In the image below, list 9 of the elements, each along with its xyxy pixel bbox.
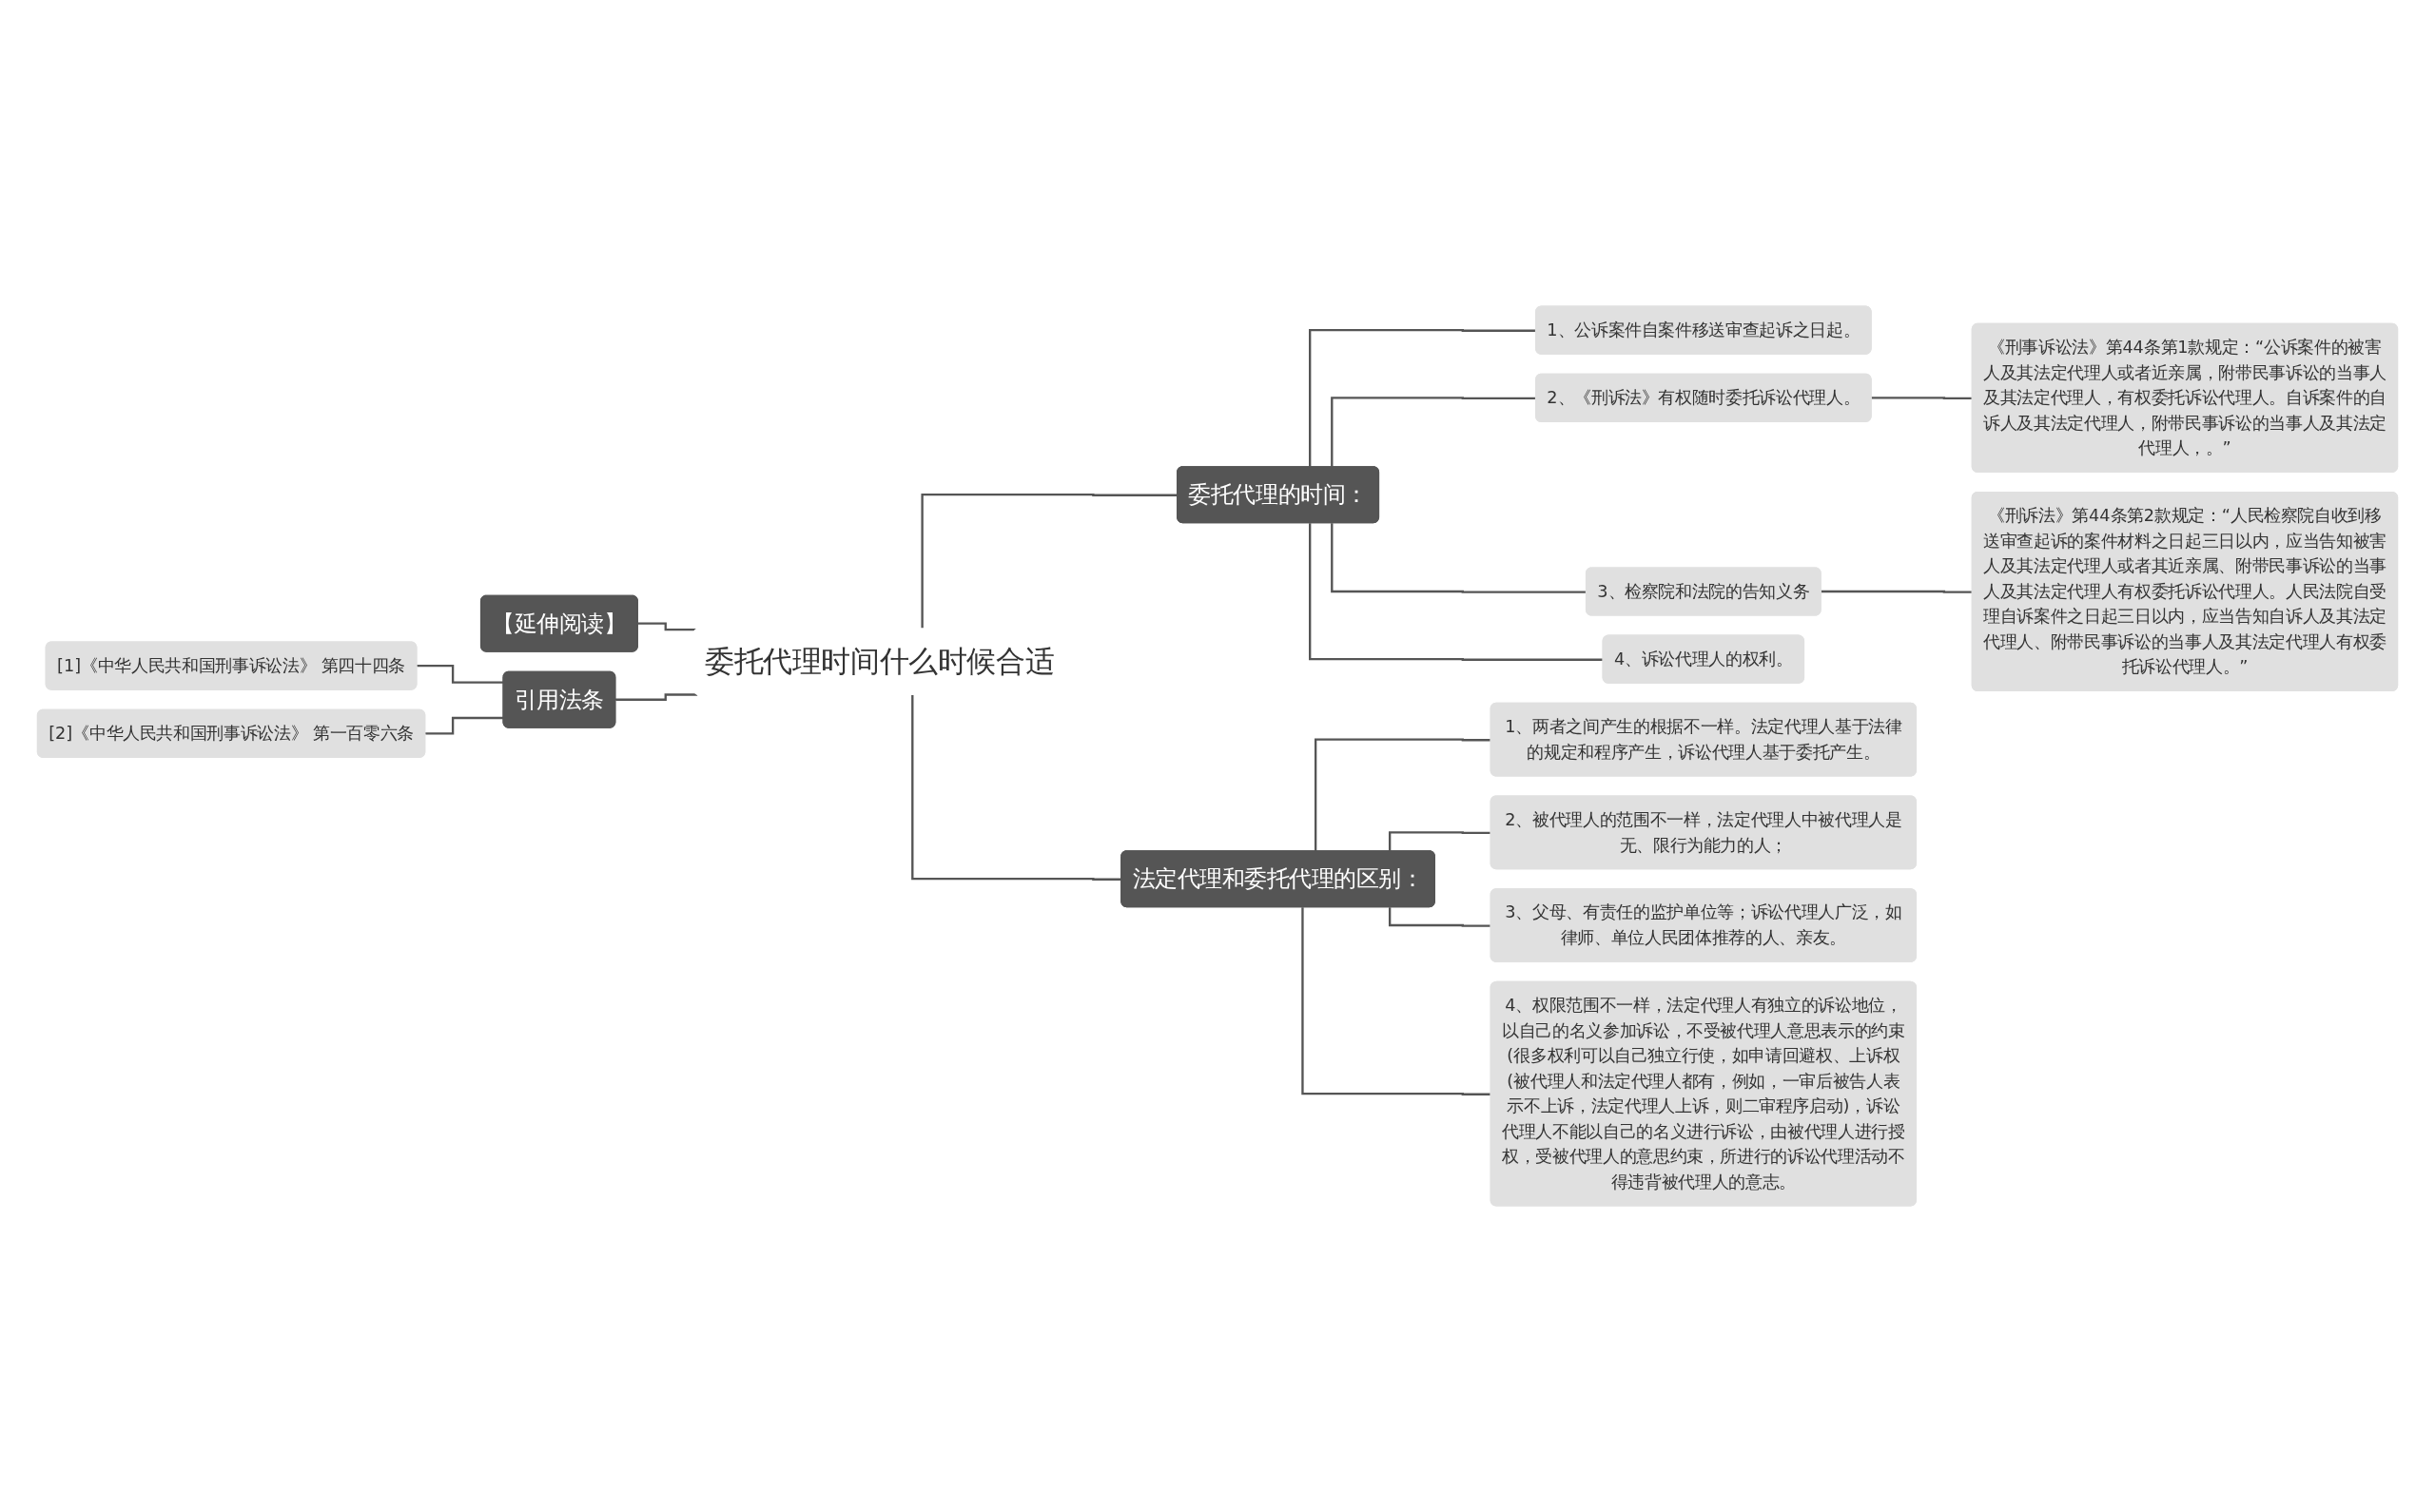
connector (1301, 907, 1491, 1095)
connector (424, 716, 504, 736)
connector (1388, 831, 1491, 852)
connector (614, 693, 698, 702)
connector (1309, 523, 1604, 661)
connector (1314, 738, 1491, 852)
node-text: 委托代理时间什么时候合适 (704, 644, 1055, 678)
connector (416, 664, 504, 684)
connector (1388, 907, 1491, 927)
